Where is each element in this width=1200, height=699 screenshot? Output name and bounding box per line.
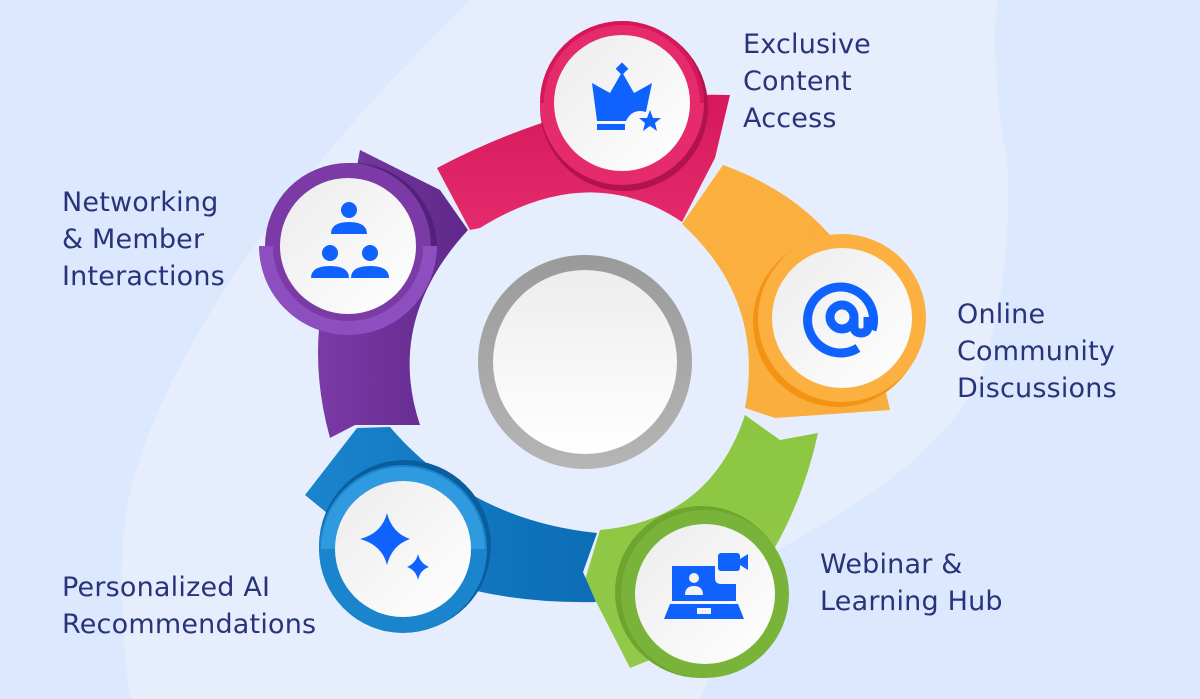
label-online-community: Online Community Discussions xyxy=(957,296,1117,407)
label-networking: Networking & Member Interactions xyxy=(62,184,225,295)
label-line: Exclusive xyxy=(743,29,871,60)
node-online-community xyxy=(753,234,926,407)
label-webinar-learning: Webinar & Learning Hub xyxy=(820,546,1003,620)
sparkles-icon xyxy=(360,513,429,580)
label-line: Personalized AI xyxy=(62,572,271,603)
label-line: Webinar & xyxy=(820,549,963,580)
label-line: Recommendations xyxy=(62,609,317,640)
label-line: Online xyxy=(957,299,1046,330)
at-sign-icon xyxy=(803,282,879,358)
label-personalized-ai: Personalized AI Recommendations xyxy=(62,569,316,643)
label-line: Community xyxy=(957,336,1116,367)
label-line: & Member xyxy=(62,224,205,255)
label-exclusive-content: Exclusive Content Access xyxy=(743,26,871,137)
label-line: Learning Hub xyxy=(820,586,1003,617)
people-network-icon xyxy=(311,202,389,278)
label-line: Discussions xyxy=(957,373,1117,404)
node-personalized-ai xyxy=(319,460,491,633)
label-line: Access xyxy=(743,103,837,134)
center-hub xyxy=(478,255,692,469)
node-networking xyxy=(259,163,437,335)
label-line: Interactions xyxy=(62,261,225,292)
laptop-video-icon xyxy=(664,553,748,619)
label-line: Networking xyxy=(62,187,219,218)
label-line: Content xyxy=(743,66,852,97)
